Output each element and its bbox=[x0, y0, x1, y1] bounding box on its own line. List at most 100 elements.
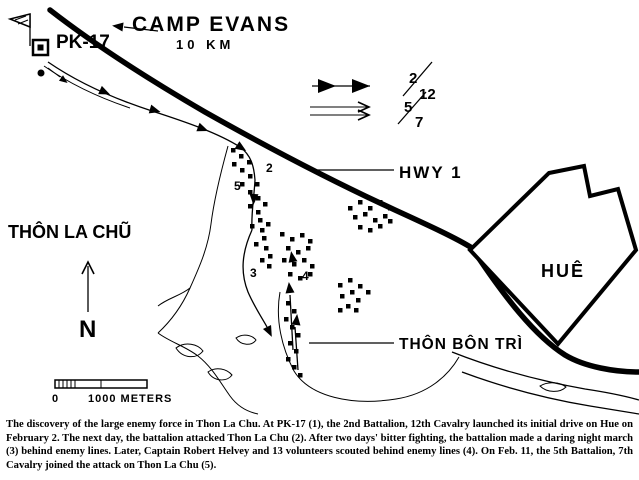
enemy-position-marker bbox=[267, 264, 272, 269]
dot-arrowhead bbox=[58, 75, 68, 83]
route-arrowhead bbox=[262, 325, 272, 337]
enemy-position-marker bbox=[255, 182, 260, 187]
unit-legend: 2 12 5 7 bbox=[310, 61, 436, 131]
enemy-position-marker bbox=[258, 218, 263, 223]
route-arrowhead bbox=[148, 104, 161, 114]
streams bbox=[157, 145, 460, 415]
enemy-position-marker bbox=[388, 219, 393, 224]
enemy-position-marker bbox=[338, 308, 343, 313]
enemy-position-marker bbox=[363, 212, 368, 217]
enemy-position-marker bbox=[248, 174, 253, 179]
enemy-position-marker bbox=[346, 304, 351, 309]
enemy-position-marker bbox=[358, 225, 363, 230]
camp-evans-pointer bbox=[123, 26, 159, 32]
legend-2-12-num: 2 bbox=[409, 70, 417, 87]
legend-solid-arrowhead bbox=[318, 79, 336, 93]
pk17-label: PK-17 bbox=[56, 32, 110, 53]
enemy-position-marker bbox=[354, 308, 359, 313]
enemy-position-marker bbox=[256, 196, 261, 201]
flag-hatch bbox=[17, 19, 29, 25]
marsh-blob bbox=[175, 343, 204, 358]
north-label: N bbox=[79, 316, 96, 343]
dot-arrow-line bbox=[47, 67, 61, 78]
enemy-position-marker bbox=[254, 242, 259, 247]
enemy-position-marker bbox=[286, 301, 291, 306]
enemy-position-marker bbox=[358, 200, 363, 205]
enemy-position-marker bbox=[290, 237, 295, 242]
enemy-position-marker bbox=[260, 258, 265, 263]
enemy-position-marker bbox=[248, 190, 253, 195]
enemy-position-marker bbox=[373, 218, 378, 223]
enemy-position-marker bbox=[378, 200, 383, 205]
enemy-position-marker bbox=[340, 294, 345, 299]
marsh-blob bbox=[207, 368, 233, 381]
enemy-position-marker bbox=[268, 254, 273, 259]
enemy-position-marker bbox=[256, 210, 261, 215]
scale-zero: 0 bbox=[52, 393, 58, 405]
enemy-position-marker bbox=[378, 224, 383, 229]
legend-slash bbox=[402, 61, 433, 97]
enemy-position-marker bbox=[286, 357, 291, 362]
enemy-position-marker bbox=[264, 246, 269, 251]
thon-bon-tri-label: THÔN BÔN TRÌ bbox=[399, 335, 523, 353]
legend-solid-arrowhead bbox=[352, 79, 370, 93]
marsh-blob bbox=[235, 334, 257, 345]
route-arrowhead bbox=[291, 314, 301, 326]
enemy-position-marker bbox=[296, 250, 301, 255]
route-2-12 bbox=[47, 61, 256, 231]
enemy-position-marker bbox=[310, 264, 315, 269]
hue-citadel bbox=[467, 163, 639, 348]
route-arrowhead bbox=[285, 282, 295, 294]
enemy-position-marker bbox=[348, 278, 353, 283]
route-arrowhead bbox=[196, 122, 209, 132]
enemy-position-marker bbox=[240, 168, 245, 173]
enemy-position-marker bbox=[292, 262, 297, 267]
enemy-position-marker bbox=[298, 373, 303, 378]
enemy-layer bbox=[231, 148, 393, 378]
legend-2-12-den: 12 bbox=[419, 86, 436, 103]
camp-evans-label: CAMP EVANS bbox=[132, 13, 290, 36]
flag-hatch bbox=[14, 15, 27, 21]
enemy-position-marker bbox=[286, 246, 291, 251]
north-arrow: N bbox=[79, 260, 96, 343]
event-marker-2: 2 bbox=[266, 161, 273, 175]
map-caption: The discovery of the large enemy force i… bbox=[6, 419, 633, 471]
pk17-symbol-group bbox=[7, 13, 68, 83]
position-dot bbox=[37, 69, 45, 77]
enemy-position-marker bbox=[353, 215, 358, 220]
enemy-position-marker bbox=[338, 283, 343, 288]
enemy-position-marker bbox=[302, 258, 307, 263]
route-night-march bbox=[242, 229, 268, 328]
enemy-position-marker bbox=[232, 162, 237, 167]
event-marker-4: 4 bbox=[302, 269, 309, 283]
hue-label: HUÊ bbox=[541, 260, 585, 281]
enemy-position-marker bbox=[247, 160, 252, 165]
enemy-position-marker bbox=[298, 276, 303, 281]
pk17-marker-inner bbox=[37, 44, 44, 51]
legend-5-7-den: 7 bbox=[415, 114, 423, 131]
enemy-position-marker bbox=[308, 272, 313, 277]
enemy-position-marker bbox=[348, 206, 353, 211]
scale-bar: 0 1000 METERS bbox=[52, 379, 172, 405]
enemy-position-marker bbox=[296, 333, 301, 338]
enemy-position-marker bbox=[300, 233, 305, 238]
enemy-position-marker bbox=[263, 202, 268, 207]
enemy-position-marker bbox=[288, 341, 293, 346]
enemy-position-marker bbox=[308, 239, 313, 244]
hwy1-road bbox=[47, 7, 639, 375]
enemy-position-marker bbox=[248, 204, 253, 209]
enemy-position-marker bbox=[290, 325, 295, 330]
enemy-position-marker bbox=[350, 290, 355, 295]
route-5-line bbox=[294, 326, 299, 371]
thon-la-chu-label: THÔN LA CHŨ bbox=[8, 221, 131, 242]
enemy-position-marker bbox=[368, 206, 373, 211]
camp-evans-arrowhead bbox=[112, 22, 124, 32]
route-arrowhead bbox=[234, 141, 247, 151]
enemy-position-marker bbox=[260, 228, 265, 233]
enemy-position-marker bbox=[250, 224, 255, 229]
enemy-position-marker bbox=[292, 309, 297, 314]
enemy-position-marker bbox=[282, 258, 287, 263]
scale-distance-label: 1000 METERS bbox=[88, 393, 172, 405]
event-marker-5: 5 bbox=[234, 179, 241, 193]
enemy-position-marker bbox=[262, 236, 267, 241]
